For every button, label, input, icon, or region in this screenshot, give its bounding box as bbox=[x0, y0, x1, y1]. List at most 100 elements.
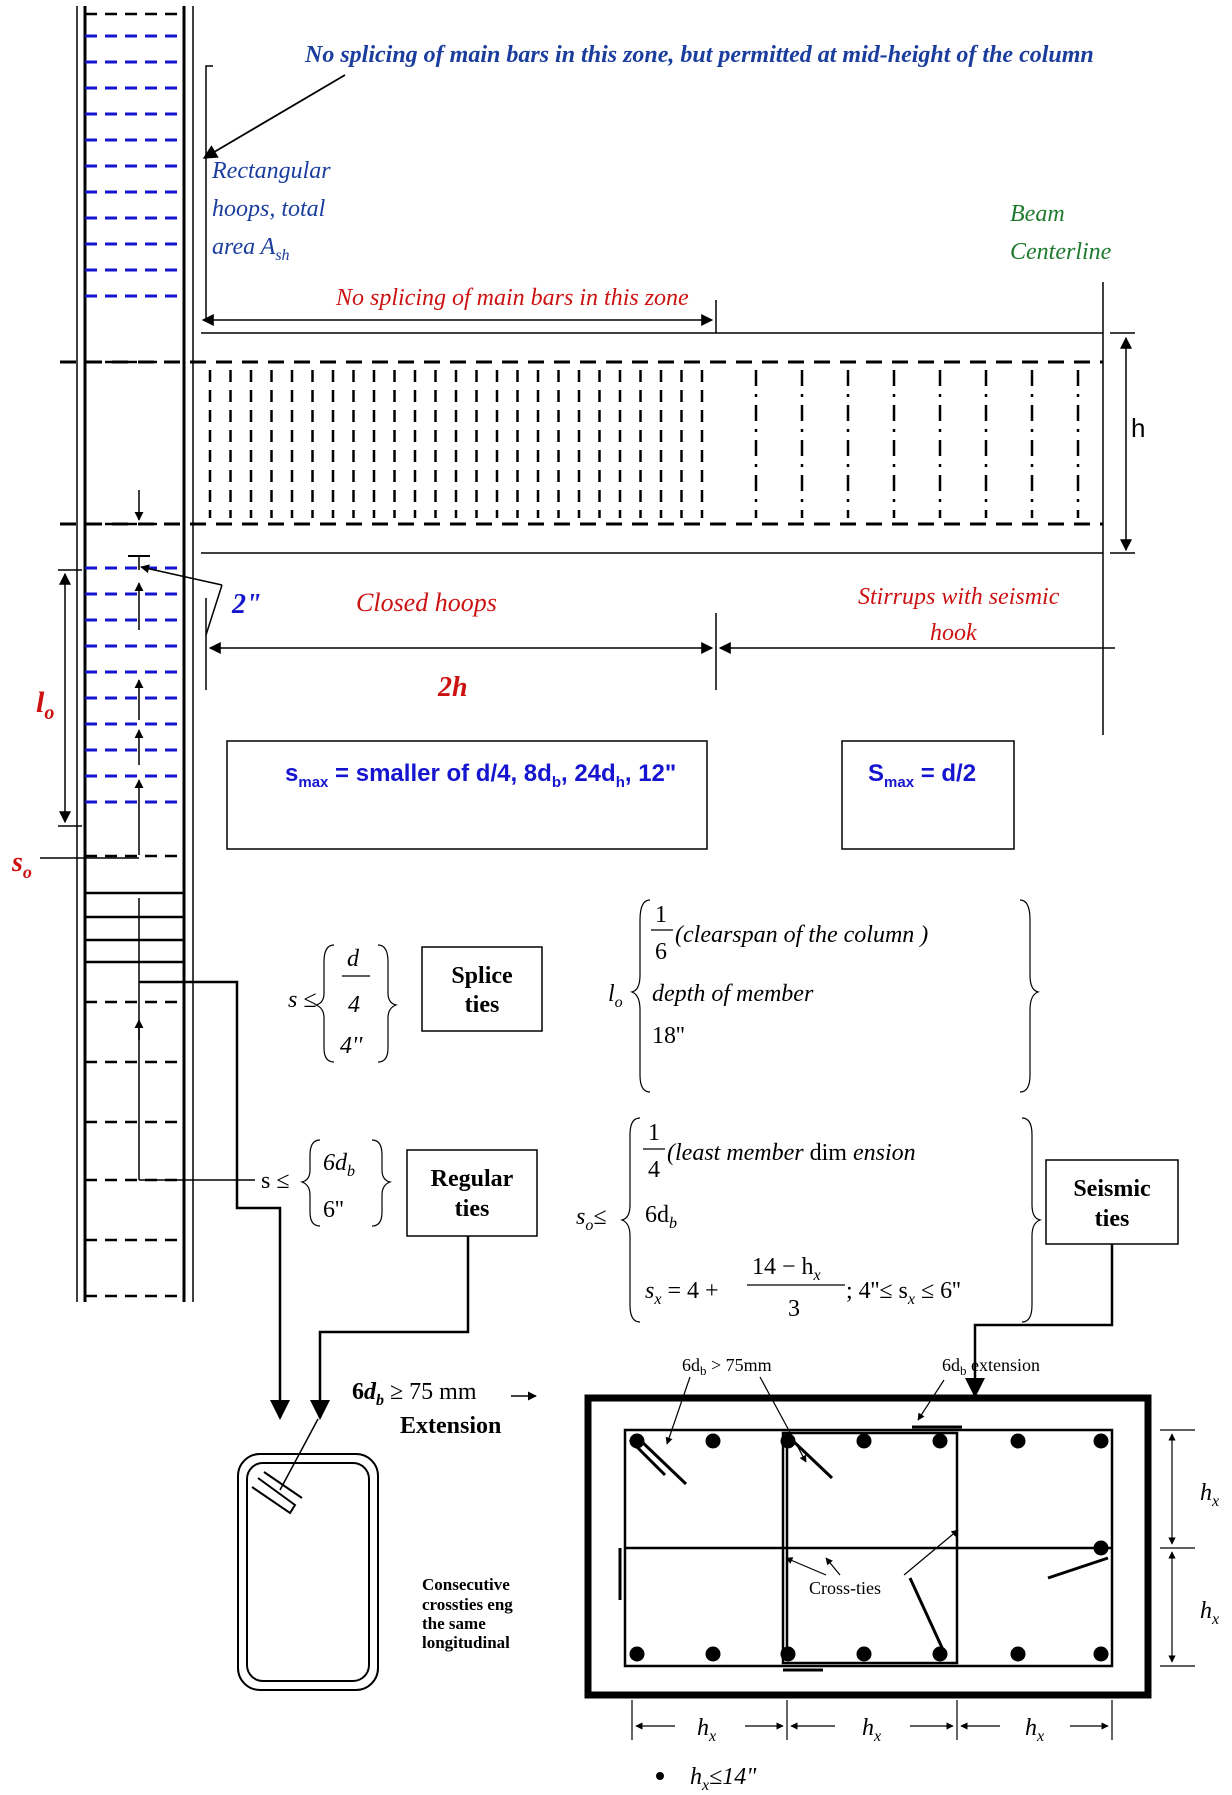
rebar bbox=[856, 1433, 872, 1449]
svg-text:(clearspan of the column ): (clearspan of the column ) bbox=[675, 922, 928, 948]
svg-text:ties: ties bbox=[1095, 1206, 1130, 1232]
so-arrows bbox=[40, 582, 144, 859]
svg-text:the same: the same bbox=[422, 1614, 486, 1633]
rebar bbox=[1093, 1433, 1109, 1449]
svg-text:14 − hx: 14 − hx bbox=[752, 1254, 821, 1284]
svg-text:Seismic: Seismic bbox=[1073, 1176, 1151, 1202]
Smax-box bbox=[841, 740, 1015, 850]
stirrups-label: Stirrups with seismic hook bbox=[858, 584, 1060, 646]
svg-text:4: 4 bbox=[648, 1157, 660, 1183]
svg-text:hx: hx bbox=[1025, 1715, 1044, 1745]
svg-text:hx: hx bbox=[862, 1715, 881, 1745]
splice-leader bbox=[134, 898, 255, 1181]
rebar bbox=[1093, 1646, 1109, 1662]
svg-text:hx≤14": hx≤14" bbox=[690, 1764, 757, 1794]
rebar bbox=[1010, 1646, 1026, 1662]
column-section: 6db > 75mm 6db extension Cross-ties bbox=[584, 1355, 1152, 1699]
svg-text:6'': 6'' bbox=[323, 1197, 344, 1223]
svg-text:Rectangular: Rectangular bbox=[211, 158, 331, 184]
closed-hoops-label: Closed hoops bbox=[356, 588, 497, 617]
svg-text:1: 1 bbox=[648, 1120, 660, 1146]
svg-text:depth of member: depth of member bbox=[652, 981, 814, 1007]
svg-text:longitudinal: longitudinal bbox=[422, 1633, 510, 1652]
svg-text:6db > 75mm: 6db > 75mm bbox=[682, 1355, 772, 1378]
rebar bbox=[705, 1433, 721, 1449]
rebar bbox=[1010, 1433, 1026, 1449]
svg-text:Consecutive: Consecutive bbox=[422, 1575, 510, 1594]
so-label: so bbox=[11, 847, 32, 882]
svg-text:Regular: Regular bbox=[431, 1166, 514, 1192]
svg-text:; 4''≤ sx ≤ 6'': ; 4''≤ sx ≤ 6'' bbox=[846, 1278, 961, 1308]
splice-ties-box bbox=[421, 946, 543, 1032]
beam bbox=[60, 282, 1104, 735]
svg-text:area Ash: area Ash bbox=[212, 234, 290, 264]
splice-to-section-arrow bbox=[139, 980, 290, 1420]
svg-text:Centerline: Centerline bbox=[1010, 239, 1112, 265]
hx-horizontal-dimensions: hx hx hx bbox=[631, 1700, 1113, 1745]
svg-text:sx = 4 +: sx = 4 + bbox=[645, 1278, 719, 1308]
svg-text:hx: hx bbox=[697, 1715, 716, 1745]
svg-text:Splice: Splice bbox=[451, 963, 513, 989]
rebar bbox=[780, 1646, 796, 1662]
consecutive-note: Consecutive crossties eng the same longi… bbox=[422, 1575, 513, 1652]
rebar bbox=[932, 1433, 948, 1449]
svg-text:s ≤: s ≤ bbox=[261, 1168, 290, 1194]
svg-text:hx: hx bbox=[1200, 1598, 1219, 1628]
svg-text:3: 3 bbox=[788, 1296, 800, 1322]
two-inch-label: 2" bbox=[231, 589, 262, 620]
section-longitudinal-bars bbox=[629, 1433, 1109, 1662]
svg-text:6db: 6db bbox=[323, 1150, 355, 1180]
svg-text:6db: 6db bbox=[645, 1202, 677, 1232]
svg-text:(least member dim ension: (least member dim ension bbox=[667, 1140, 916, 1166]
top-note-arrow bbox=[202, 74, 346, 159]
Smax-text: Smax = d/2 bbox=[868, 760, 976, 791]
seismic-to-section-arrow bbox=[965, 1244, 1114, 1398]
hoops-bracket bbox=[205, 65, 213, 320]
rebar bbox=[932, 1646, 948, 1662]
svg-text:18'': 18'' bbox=[652, 1023, 685, 1049]
smax-text: smax = smaller of d/4, 8db, 24dh, 12" bbox=[285, 760, 676, 791]
svg-text:s ≤: s ≤ bbox=[288, 987, 317, 1013]
svg-text:6db ≥ 75 mm: 6db ≥ 75 mm bbox=[352, 1379, 477, 1409]
svg-text:Stirrups with seismic: Stirrups with seismic bbox=[858, 584, 1060, 610]
rebar bbox=[629, 1433, 645, 1449]
beam-stirrups bbox=[208, 370, 1080, 518]
splice-formula: s ≤ d 4 4'' bbox=[288, 944, 399, 1063]
regular-formula: s ≤ 6db 6'' bbox=[261, 1139, 393, 1227]
svg-text:Beam: Beam bbox=[1010, 201, 1065, 227]
svg-text:hook: hook bbox=[930, 620, 977, 646]
hx-vertical-dimensions: hx hx bbox=[1160, 1429, 1219, 1667]
rebar bbox=[629, 1646, 645, 1662]
tie-detail bbox=[237, 1418, 379, 1691]
two-h-label: 2h bbox=[437, 672, 468, 703]
lo-label: lo bbox=[36, 686, 54, 724]
rebar bbox=[780, 1433, 796, 1449]
so-formula: so≤ 1 4 (least member dim ension 6db sx … bbox=[576, 1117, 1043, 1323]
svg-text:ties: ties bbox=[455, 1196, 490, 1222]
extension-label: 6db ≥ 75 mm Extension bbox=[352, 1379, 537, 1439]
hoops-note: Rectangular hoops, total area Ash bbox=[211, 158, 331, 264]
svg-text:so≤: so≤ bbox=[576, 1204, 607, 1234]
svg-text:1: 1 bbox=[655, 902, 667, 928]
svg-text:lo: lo bbox=[608, 981, 623, 1011]
cross-ties-label: Cross-ties bbox=[809, 1578, 881, 1598]
regular-to-tie-arrow bbox=[310, 1236, 470, 1420]
beam-zone-note: No splicing of main bars in this zone bbox=[335, 285, 689, 311]
svg-text:ties: ties bbox=[465, 992, 500, 1018]
svg-text:Extension: Extension bbox=[400, 1413, 501, 1439]
column-ties-lower bbox=[85, 12, 184, 1298]
column-hoops-blue bbox=[85, 34, 184, 804]
svg-text:4'': 4'' bbox=[340, 1033, 363, 1059]
rebar bbox=[1093, 1540, 1109, 1556]
h-label: h bbox=[1131, 413, 1145, 443]
svg-text:crossties eng: crossties eng bbox=[422, 1595, 513, 1614]
regular-ties-box bbox=[406, 1149, 538, 1237]
svg-text:6db extension: 6db extension bbox=[942, 1355, 1040, 1378]
hx-limit-bullet: hx≤14" bbox=[656, 1764, 757, 1794]
svg-text:hoops, total: hoops, total bbox=[212, 196, 326, 222]
svg-text:d: d bbox=[347, 946, 360, 972]
top-note: No splicing of main bars in this zone, b… bbox=[304, 42, 1094, 68]
lo-formula: lo 1 6 (clearspan of the column ) depth … bbox=[608, 899, 1041, 1093]
beam-centerline-label: Beam Centerline bbox=[1010, 201, 1112, 265]
